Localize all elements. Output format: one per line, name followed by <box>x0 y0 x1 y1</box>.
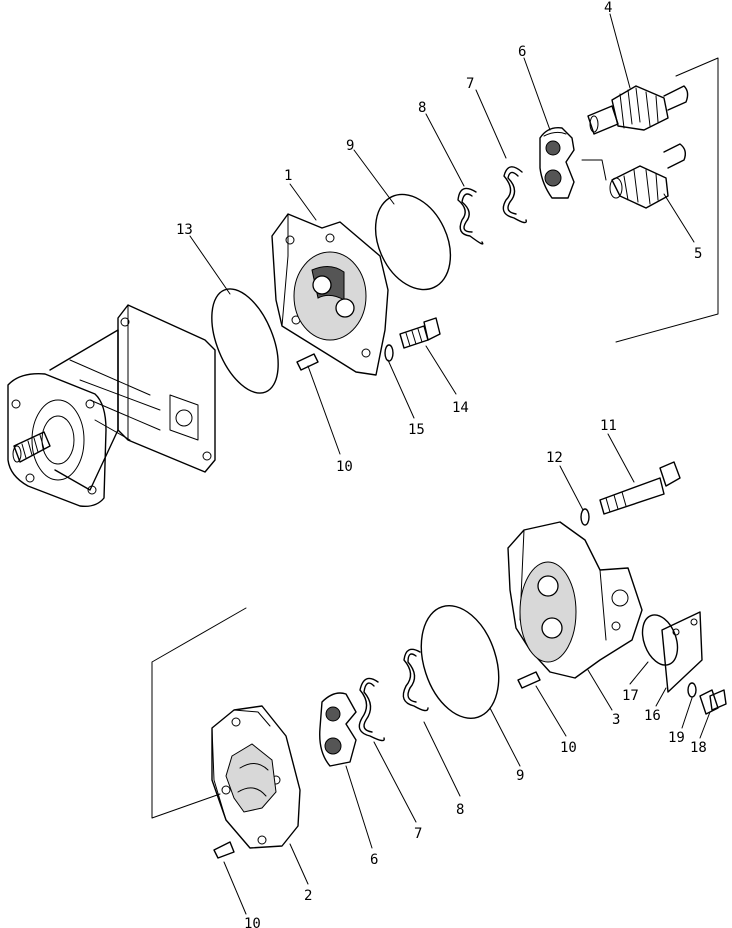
callout-7: 7 <box>466 76 474 92</box>
callout-17: 17 <box>622 688 639 704</box>
pump-assembly <box>7 304 216 508</box>
o-ring-13 <box>211 288 279 394</box>
callout-12: 12 <box>546 450 563 466</box>
callout-7: 7 <box>414 826 422 842</box>
o-ring-9-top <box>374 193 452 291</box>
callout-14: 14 <box>452 400 469 416</box>
callout-18: 18 <box>690 740 707 756</box>
callout-11: 11 <box>600 418 617 434</box>
callout-4: 4 <box>604 0 612 16</box>
bushing-6-bottom <box>319 692 357 767</box>
seal-7-bottom <box>358 677 385 742</box>
driven-gear-5 <box>609 143 687 209</box>
dowel-pin-10-mid <box>517 671 541 689</box>
dowel-pin-10-bottom <box>213 841 235 859</box>
callout-1: 1 <box>284 168 292 184</box>
callout-5: 5 <box>694 246 702 262</box>
leader-lines <box>189 13 711 915</box>
callout-16: 16 <box>644 708 661 724</box>
gear-housing-2 <box>211 705 301 849</box>
washer-12 <box>580 508 590 526</box>
cover-16 <box>661 611 703 693</box>
callout-2: 2 <box>304 888 312 904</box>
housing-3 <box>507 521 643 679</box>
bushing-6-top <box>539 127 575 199</box>
callout-6: 6 <box>370 852 378 868</box>
dowel-pin-10-top <box>296 353 319 371</box>
bolt-18 <box>699 689 727 715</box>
cover-plate-1 <box>271 213 389 376</box>
drive-gear-4 <box>587 85 689 135</box>
o-ring-9-bottom <box>420 605 500 719</box>
o-ring-17 <box>641 614 679 666</box>
washer-19 <box>687 682 697 698</box>
callout-8: 8 <box>456 802 464 818</box>
callout-3: 3 <box>612 712 620 728</box>
bracket-lines <box>151 57 719 819</box>
washer-15 <box>384 344 394 362</box>
seal-7-top <box>502 166 527 224</box>
seal-8-bottom <box>402 648 429 712</box>
callout-10: 10 <box>244 916 261 928</box>
bolt-14 <box>399 317 441 349</box>
bolt-11 <box>599 461 681 515</box>
callout-9: 9 <box>516 768 524 784</box>
callout-labels: 4 6 7 8 9 1 13 5 14 15 10 11 12 17 3 10 … <box>176 0 707 928</box>
callout-9: 9 <box>346 138 354 154</box>
callout-8: 8 <box>418 100 426 116</box>
seal-8-top <box>457 187 484 245</box>
callout-10: 10 <box>336 459 353 475</box>
callout-13: 13 <box>176 222 193 238</box>
callout-10: 10 <box>560 740 577 756</box>
callout-15: 15 <box>408 422 425 438</box>
callout-6: 6 <box>518 44 526 60</box>
callout-19: 19 <box>668 730 685 746</box>
